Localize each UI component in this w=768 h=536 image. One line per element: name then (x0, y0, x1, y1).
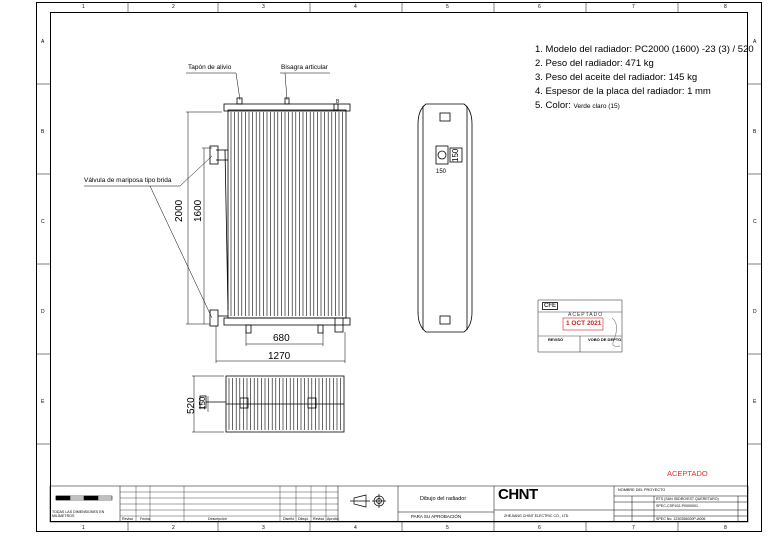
vent-plug-label: Tapón de alivio (188, 64, 232, 71)
grid-row-label: B (753, 129, 757, 135)
grid-col-label: 4 (354, 525, 357, 531)
grid-col-label: 5 (446, 4, 449, 10)
stamp-vobo: VOBO DE DEPTO. (588, 337, 623, 342)
dim-height-2000: 2000 (174, 199, 185, 222)
drawing-frame-inner (50, 12, 748, 522)
dim-depth-150: 150 (198, 396, 207, 410)
grid-col-label: 8 (724, 525, 727, 531)
grid-row-label: A (41, 39, 45, 45)
grid-col-label: 2 (172, 525, 175, 531)
spec-color-value: Verde claro (15) (573, 103, 620, 110)
col-label: Descripción (208, 517, 227, 521)
grid-row-label: C (41, 219, 45, 225)
project-label: NOMBRE DEL PROYECTO (618, 488, 666, 492)
grid-row-label: D (753, 309, 757, 315)
grid-col-label: 7 (632, 525, 635, 531)
project-name: RTS (SAN ISIDRO/EST QUERETARO) (656, 497, 719, 501)
dim-height-1600: 1600 (193, 199, 204, 222)
accepted-mark: ACEPTADO (667, 469, 708, 478)
dim-side-150b: 150 (436, 169, 447, 175)
grid-row-label: A (753, 39, 757, 45)
dim-side-150: 150 (451, 148, 460, 162)
stamp-logo: CFE (542, 302, 558, 310)
grid-col-label: 1 (82, 525, 85, 531)
dim-depth-520: 520 (186, 397, 197, 414)
grid-col-label: 1 (82, 4, 85, 10)
spec-color: 5. Color: Verde claro (15) (535, 100, 620, 111)
spec-code: SPEC No. 1230356000P-A006 (656, 517, 706, 521)
drawing-frame-outer (36, 2, 762, 532)
grid-col-label: 6 (538, 4, 541, 10)
spec-weight: 2. Peso del radiador: 471 kg (535, 58, 654, 69)
spec-plate-thickness: 4. Espesor de la placa del radiador: 1 m… (535, 86, 711, 97)
stamp-reviewed: REVISÓ (548, 337, 564, 342)
grid-col-label: 6 (538, 525, 541, 531)
valve-label: Válvula de mariposa tipo brida (84, 177, 172, 184)
drawing-title: Dibujo del radiador (420, 496, 467, 502)
dim-width-680: 680 (273, 333, 290, 344)
grid-col-label: 3 (262, 4, 265, 10)
col-label: Diseñó (283, 517, 295, 521)
grid-col-label: 5 (446, 525, 449, 531)
grid-col-label: 3 (262, 525, 265, 531)
col-label: Fecha (140, 517, 150, 521)
brand-logo: CHNT (498, 486, 538, 503)
marker-b: B (336, 99, 340, 105)
hinge-label: Bisagra articular (281, 64, 328, 71)
col-label: Aprobó (327, 517, 339, 521)
grid-row-label: B (41, 129, 45, 135)
spec-oil-weight: 3. Peso del aceite del radiador: 145 kg (535, 72, 698, 83)
titleblock-note: TODAS LAS DIMENSIONES EN MILÍMETROS (52, 510, 105, 518)
col-label: Dibujó (298, 517, 309, 521)
stamp-status: ACEPTADO (568, 312, 604, 318)
for-approval: PARA SU APROBACIÓN (411, 514, 462, 519)
grid-col-label: 2 (172, 4, 175, 10)
grid-row-label: E (41, 399, 45, 405)
grid-row-label: C (753, 219, 757, 225)
grid-row-label: D (41, 309, 45, 315)
grid-col-label: 8 (724, 4, 727, 10)
grid-row-label: E (753, 399, 757, 405)
drawing-code: SPEC-CSP102-P0000001 (656, 504, 698, 508)
dim-width-1270: 1270 (268, 351, 291, 362)
stamp-date: 1 OCT 2021 (566, 320, 602, 327)
spec-model: 1. Modelo del radiador: PC2000 (1600) -2… (535, 44, 754, 55)
grid-col-label: 4 (354, 4, 357, 10)
spec-color-label: 5. Color: (535, 100, 571, 111)
grid-col-label: 7 (632, 4, 635, 10)
col-label: Revisó (122, 517, 133, 521)
col-label: Revisó (313, 517, 324, 521)
company-name: ZHEJIANG CHINT ELECTRIC CO., LTD (504, 514, 569, 518)
